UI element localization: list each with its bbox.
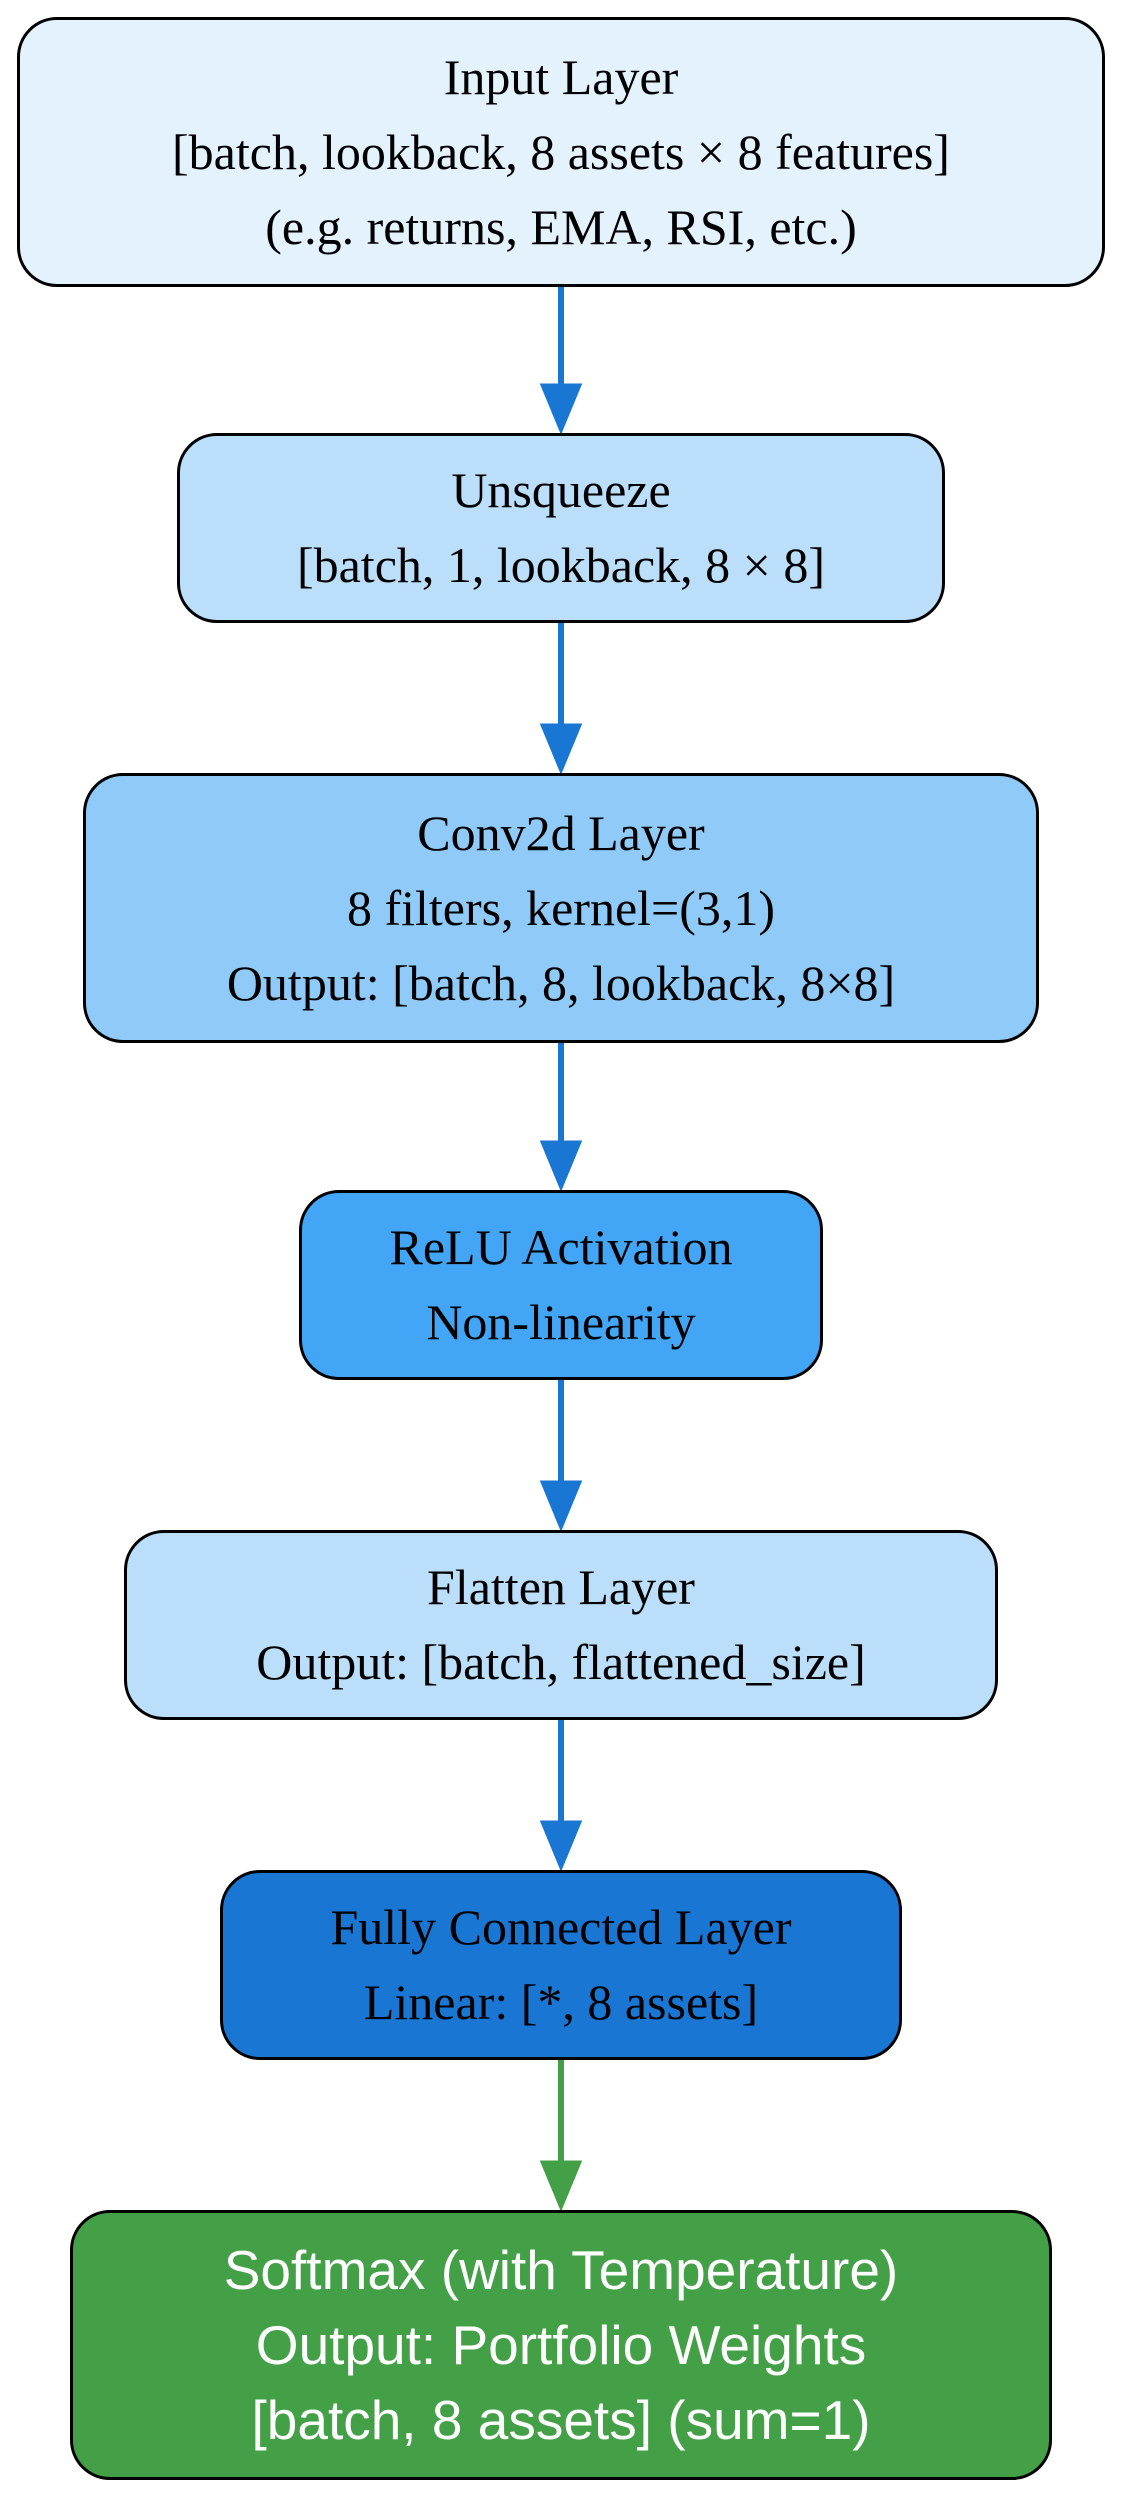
arrow-head bbox=[539, 383, 583, 435]
arrow-head bbox=[539, 723, 583, 775]
flatten-output: Output: [batch, flattened_size] bbox=[256, 1634, 866, 1690]
conv2d-layer-output: Output: [batch, 8, lookback, 8×8] bbox=[226, 954, 896, 1011]
relu-activation-node: ReLU Activation Non-linearity bbox=[299, 1190, 823, 1380]
flatten-layer-node: Flatten Layer Output: [batch, flattened_… bbox=[124, 1530, 998, 1720]
softmax-title: Softmax (with Temperature) bbox=[223, 2238, 899, 2301]
softmax-shape: [batch, 8 assets] (sum=1) bbox=[251, 2388, 871, 2451]
input-layer-shape: [batch, lookback, 8 assets × 8 features] bbox=[172, 123, 950, 180]
arrow-relu-to-flatten bbox=[539, 1380, 583, 1532]
input-layer-note: (e.g. returns, EMA, RSI, etc.) bbox=[265, 198, 857, 255]
arrow-fc-to-softmax bbox=[539, 2060, 583, 2212]
unsqueeze-shape: [batch, 1, lookback, 8 × 8] bbox=[296, 537, 826, 593]
arrow-conv-to-relu bbox=[539, 1043, 583, 1192]
arrow-head bbox=[539, 2160, 583, 2212]
unsqueeze-node: Unsqueeze [batch, 1, lookback, 8 × 8] bbox=[177, 433, 945, 623]
unsqueeze-title: Unsqueeze bbox=[451, 462, 671, 518]
arrow-head bbox=[539, 1820, 583, 1872]
conv2d-layer-filters: 8 filters, kernel=(3,1) bbox=[346, 879, 776, 936]
arrow-flatten-to-fc bbox=[539, 1720, 583, 1872]
arrow-input-to-unsqueeze bbox=[539, 287, 583, 435]
softmax-output: Output: Portfolio Weights bbox=[255, 2313, 867, 2376]
fully-connected-layer-node: Fully Connected Layer Linear: [*, 8 asse… bbox=[220, 1870, 902, 2060]
arrow-head bbox=[539, 1140, 583, 1192]
flatten-title: Flatten Layer bbox=[427, 1559, 695, 1615]
fc-shape: Linear: [*, 8 assets] bbox=[363, 1974, 759, 2030]
conv2d-layer-title: Conv2d Layer bbox=[417, 804, 705, 861]
input-layer-title: Input Layer bbox=[443, 48, 679, 105]
softmax-output-node: Softmax (with Temperature) Output: Portf… bbox=[70, 2210, 1052, 2480]
relu-title: ReLU Activation bbox=[389, 1219, 733, 1275]
relu-description: Non-linearity bbox=[426, 1294, 696, 1350]
conv2d-layer-node: Conv2d Layer 8 filters, kernel=(3,1) Out… bbox=[83, 773, 1039, 1043]
input-layer-node: Input Layer [batch, lookback, 8 assets ×… bbox=[17, 17, 1105, 287]
arrow-head bbox=[539, 1480, 583, 1532]
fc-title: Fully Connected Layer bbox=[330, 1899, 792, 1955]
arrow-unsqueeze-to-conv bbox=[539, 623, 583, 775]
